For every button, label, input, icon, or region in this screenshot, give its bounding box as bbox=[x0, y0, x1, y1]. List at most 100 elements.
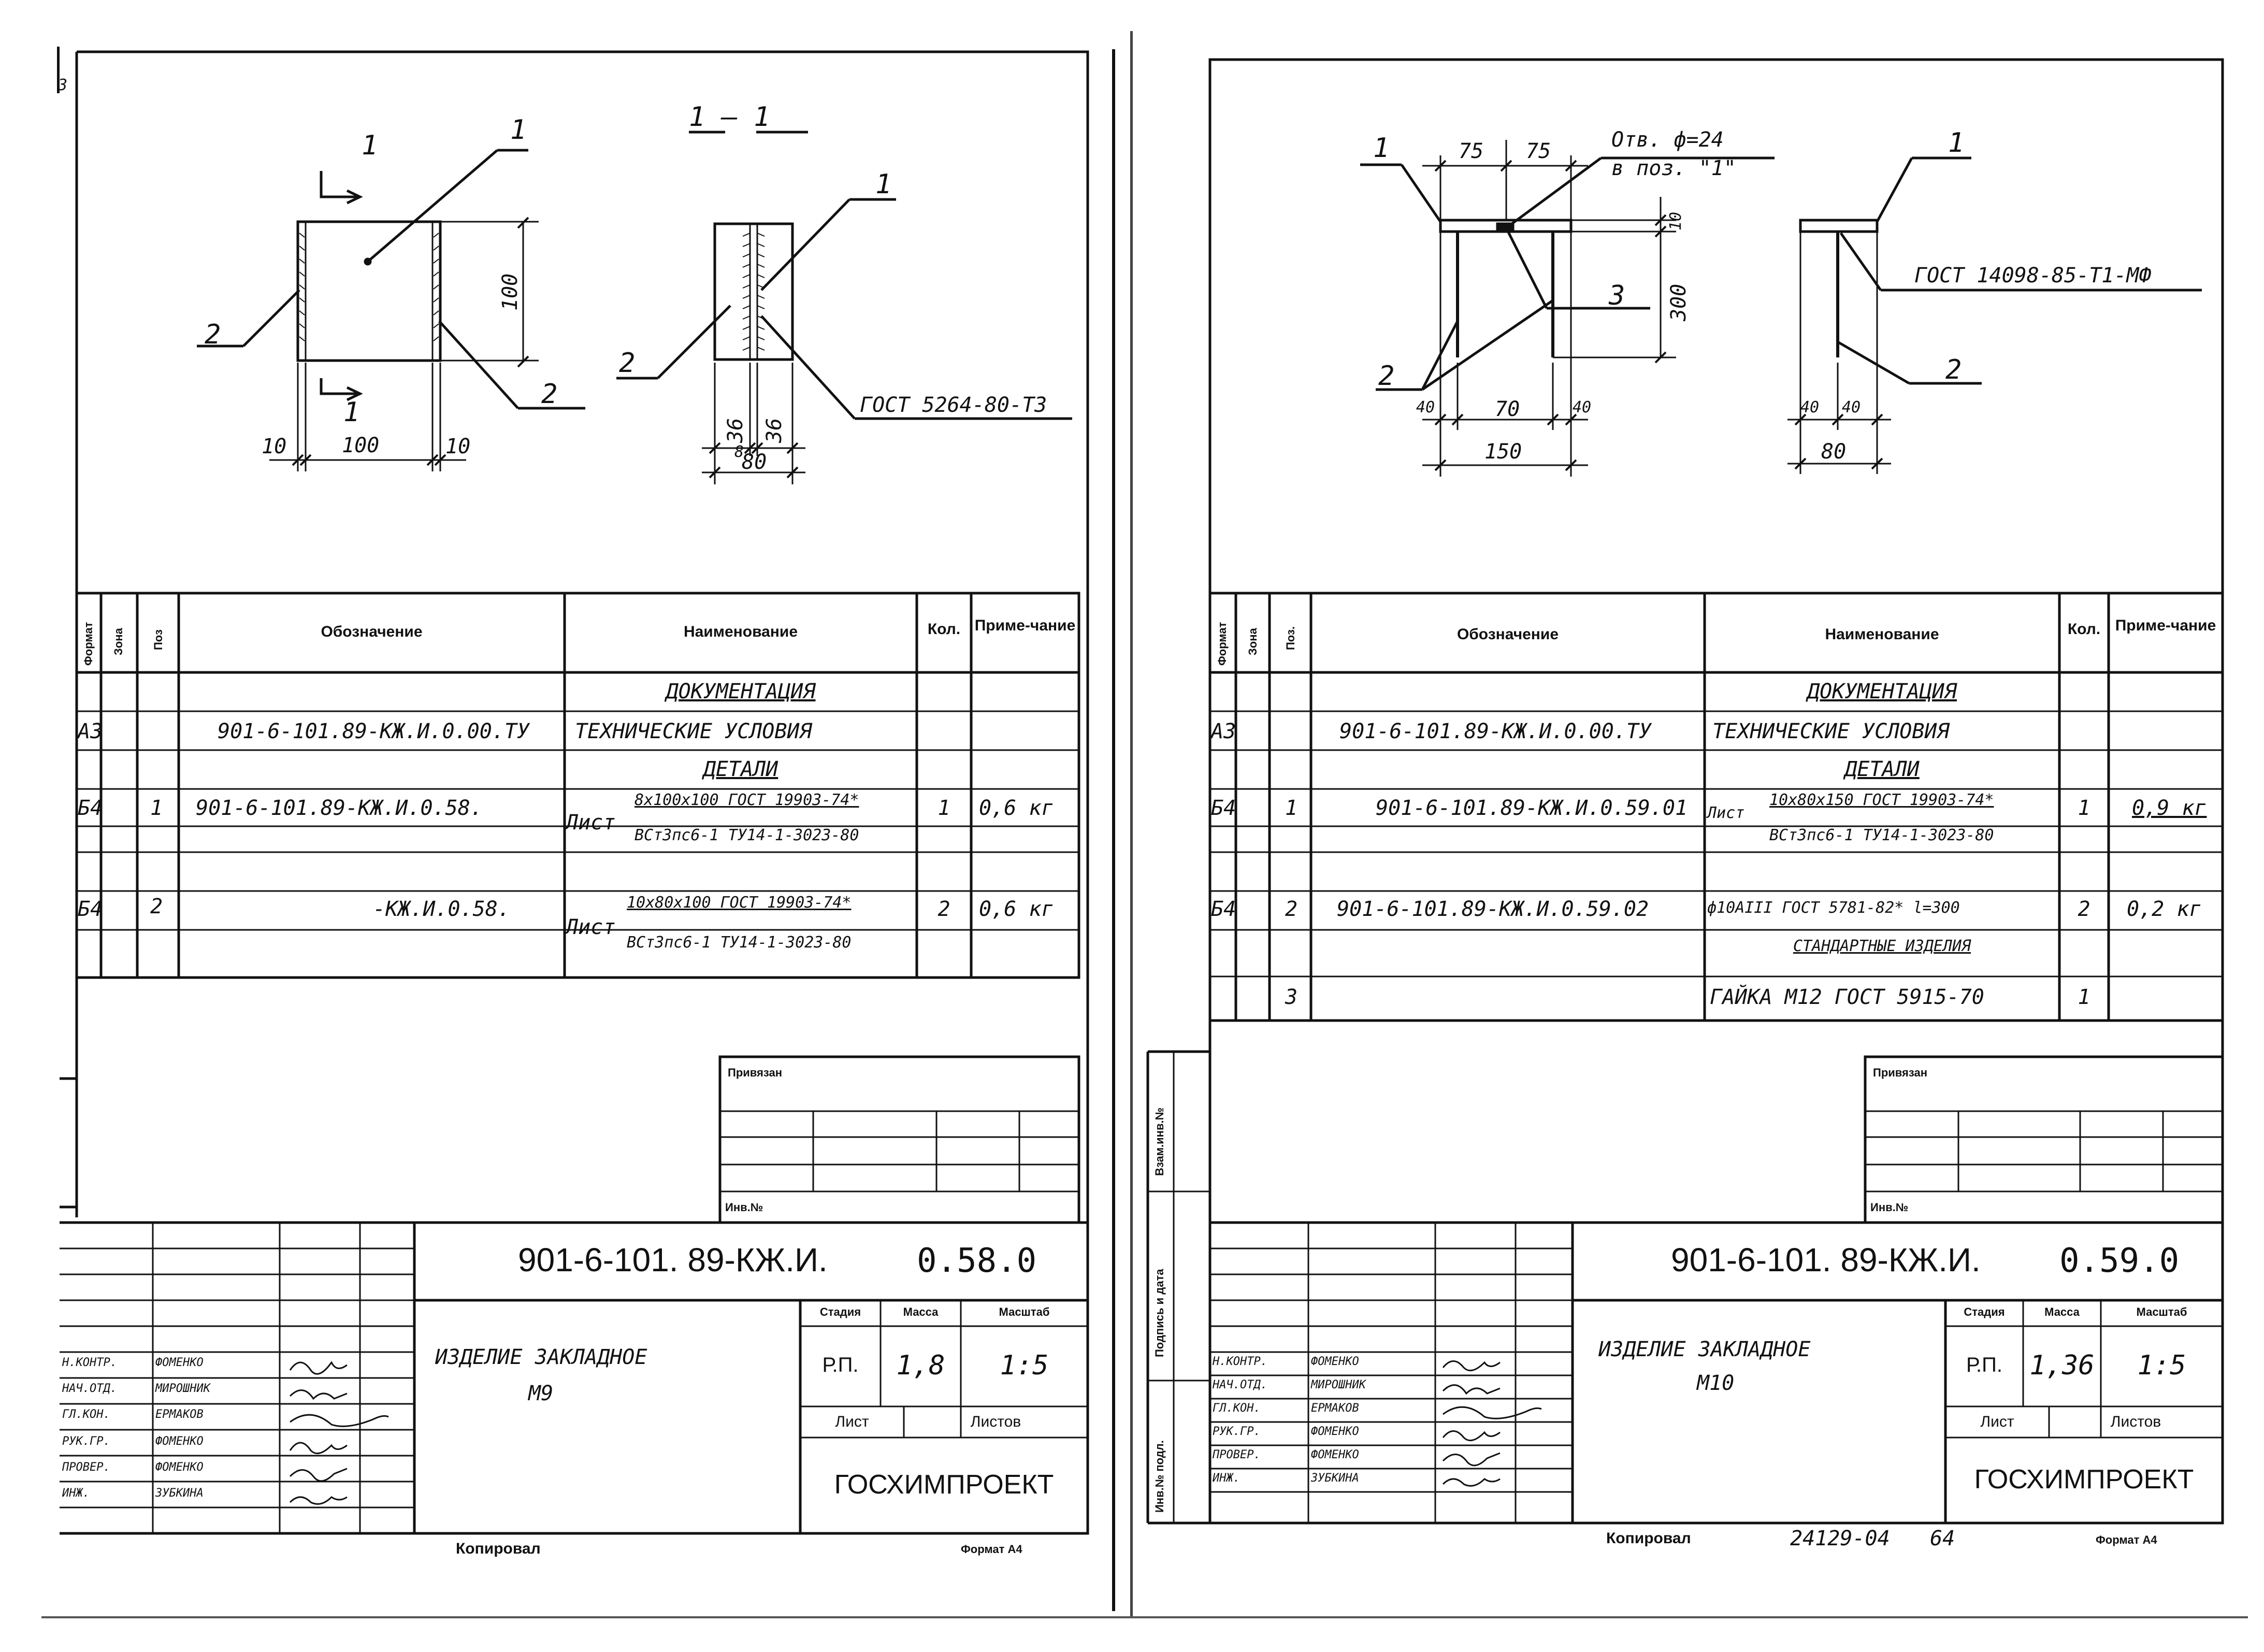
side-stamp-signature-date: Подпись и дата bbox=[1153, 1269, 1166, 1357]
doc-number: 901-6-101. 89-КЖ.И. bbox=[518, 1241, 828, 1278]
signer-role-2: НАЧ.ОТД. bbox=[1213, 1378, 1267, 1391]
pos-label-2-left: 2 bbox=[205, 319, 221, 350]
org-name: ГОСХИМПРОЕКТ bbox=[834, 1470, 1054, 1500]
spec-row3-designation: 901-6-101.89-КЖ.И.0.59.02 bbox=[1337, 897, 1649, 921]
leader-pos1 bbox=[367, 149, 498, 263]
front-view bbox=[1360, 140, 1775, 477]
archive-number: 24129-04 bbox=[1790, 1527, 1890, 1550]
dim-t: 10 bbox=[1667, 211, 1685, 231]
side-stamp-replace-inv: Взам.инв.№ bbox=[1153, 1107, 1166, 1176]
signer-name-6: ЗУБКИНА bbox=[155, 1487, 204, 1500]
inv-no-label: Инв.№ bbox=[1870, 1201, 1909, 1214]
hole-note-1: Отв. ф=24 bbox=[1611, 128, 1724, 152]
signer-name-2: МИРОШНИК bbox=[1311, 1378, 1366, 1391]
spec-row2-prefix: Лист bbox=[1707, 804, 1745, 822]
item-name: ИЗДЕЛИЕ ЗАКЛАДНОЕ bbox=[435, 1345, 647, 1369]
scale-value: 1:5 bbox=[1000, 1350, 1049, 1381]
mass-label: Масса bbox=[903, 1305, 939, 1318]
mass-value: 1,8 bbox=[896, 1350, 945, 1381]
spec-row2-line2: ВСт3пс6-1 ТУ14-1-3023-80 bbox=[1769, 826, 1994, 844]
dim-sec-c: 8 bbox=[734, 443, 744, 461]
signer-role-6: ИНЖ. bbox=[1213, 1472, 1240, 1485]
scale-label: Масштаб bbox=[2136, 1305, 2187, 1318]
sheet-linework bbox=[1146, 58, 2224, 1525]
section-title: 1 — 1 bbox=[689, 102, 770, 133]
page-number: 64 bbox=[1930, 1527, 1955, 1550]
drawing-sheet-m9: 3 1 — 1 1 1 1 2 2 2 1 100 10 10 100 36 3… bbox=[57, 47, 1115, 1611]
scale-value: 1:5 bbox=[2137, 1350, 2186, 1381]
spec-row1-designation: 901-6-101.89-КЖ.И.0.00.ТУ bbox=[218, 720, 530, 743]
spec-section-details: ДЕТАЛИ bbox=[703, 757, 778, 781]
signer-role-3: ГЛ.КОН. bbox=[1213, 1402, 1261, 1415]
spec-row1-format: А3 bbox=[1211, 720, 1236, 743]
spec-row3-qty: 2 bbox=[938, 897, 950, 921]
dim-sec-a: 36 bbox=[724, 418, 747, 443]
dim-sec-width: 80 bbox=[742, 450, 767, 474]
dim-b-b: 70 bbox=[1495, 397, 1520, 421]
spec-row3-qty: 2 bbox=[2078, 897, 2090, 921]
spec-row3-prefix: Лист bbox=[566, 915, 616, 939]
item-code: М10 bbox=[1697, 1371, 1735, 1395]
leader-pos2-right bbox=[438, 320, 519, 409]
pos-label-1-front: 1 bbox=[1373, 133, 1390, 164]
page-divider bbox=[1130, 31, 1133, 1616]
spec-row1-name: ТЕХНИЧЕСКИЕ УСЛОВИЯ bbox=[1712, 720, 1950, 743]
spec-header-qty: Кол. bbox=[2067, 621, 2101, 638]
sheet-linework bbox=[60, 49, 1115, 1611]
pos-label-3: 3 bbox=[1609, 280, 1625, 311]
dim-height: 100 bbox=[498, 273, 522, 311]
spec-header-designation: Обозначение bbox=[321, 623, 423, 640]
spec-header-note: Приме-чание bbox=[2115, 617, 2216, 634]
spec-section-standard: СТАНДАРТНЫЕ ИЗДЕЛИЯ bbox=[1793, 937, 1971, 955]
spec-row3-name: ф10АIII ГОСТ 5781-82* l=300 bbox=[1707, 899, 1960, 917]
spec-header-name: Наименование bbox=[683, 623, 798, 640]
dim-s-a: 40 bbox=[1800, 398, 1820, 416]
spec-row2-note: 0,6 кг bbox=[979, 796, 1054, 820]
spec-row3-note: 0,2 кг bbox=[2127, 897, 2202, 921]
stage-value: Р.П. bbox=[1966, 1354, 2003, 1376]
spec-row3-pos: 2 bbox=[1285, 897, 1298, 921]
stage-value: Р.П. bbox=[822, 1354, 859, 1376]
spec-row2-designation: 901-6-101.89-КЖ.И.0.59.01 bbox=[1376, 796, 1688, 820]
spec-row3-format: Б4 bbox=[78, 897, 103, 921]
privyazan-grid bbox=[1864, 1055, 2224, 1224]
signer-name-3: ЕРМАКОВ bbox=[1311, 1402, 1359, 1415]
signer-name-5: ФОМЕНКО bbox=[1311, 1448, 1359, 1461]
signer-role-4: РУК.ГР. bbox=[1213, 1425, 1261, 1438]
spec-row1-name: ТЕХНИЧЕСКИЕ УСЛОВИЯ bbox=[575, 720, 812, 743]
pos-label-1-side: 1 bbox=[1948, 127, 1965, 159]
sheets-label: Листов bbox=[2110, 1413, 2161, 1430]
dim-sec-b: 36 bbox=[762, 418, 786, 443]
spec-header-pos: Поз. bbox=[1284, 626, 1297, 650]
pos-label-2-front: 2 bbox=[1378, 361, 1395, 392]
corner-mark-line bbox=[57, 47, 65, 93]
pos-label-2-right: 2 bbox=[541, 379, 558, 410]
spec-row2-line2: ВСт3пс6-1 ТУ14-1-3023-80 bbox=[635, 826, 859, 844]
signature-4 bbox=[289, 1442, 348, 1455]
scale-label: Масштаб bbox=[999, 1305, 1050, 1318]
privyazan-label: Привязан bbox=[728, 1066, 783, 1079]
dim-width: 150 bbox=[1484, 440, 1522, 464]
spec-row2-note: 0,9 кг bbox=[2132, 796, 2207, 820]
signer-role-1: Н.КОНТР. bbox=[62, 1356, 117, 1369]
signer-name-1: ФОМЕНКО bbox=[1311, 1355, 1359, 1368]
bottom-rule bbox=[41, 1616, 2248, 1618]
spec-section-documentation: ДОКУМЕНТАЦИЯ bbox=[666, 680, 816, 703]
spec-row4-qty: 1 bbox=[2078, 985, 2090, 1009]
signature-3 bbox=[1443, 1406, 1542, 1419]
signature-4 bbox=[1442, 1430, 1501, 1442]
spec-table-grid bbox=[75, 592, 1080, 979]
mass-value: 1,36 bbox=[2029, 1350, 2095, 1381]
inv-no-label: Инв.№ bbox=[725, 1201, 763, 1214]
mass-label: Масса bbox=[2044, 1305, 2080, 1318]
spec-row2-format: Б4 bbox=[78, 796, 103, 820]
signer-role-2: НАЧ.ОТД. bbox=[62, 1382, 117, 1395]
spec-row3-line1: 10x80x100 ГОСТ 19903-74* bbox=[627, 894, 852, 912]
signer-name-1: ФОМЕНКО bbox=[155, 1356, 204, 1369]
dim-h: 300 bbox=[1667, 283, 1691, 321]
signer-name-4: ФОМЕНКО bbox=[155, 1435, 204, 1448]
signer-name-6: ЗУБКИНА bbox=[1311, 1472, 1359, 1485]
title-block-grid bbox=[60, 1077, 1088, 1533]
dim-top-a: 75 bbox=[1459, 139, 1484, 163]
plate-outline bbox=[296, 220, 442, 362]
